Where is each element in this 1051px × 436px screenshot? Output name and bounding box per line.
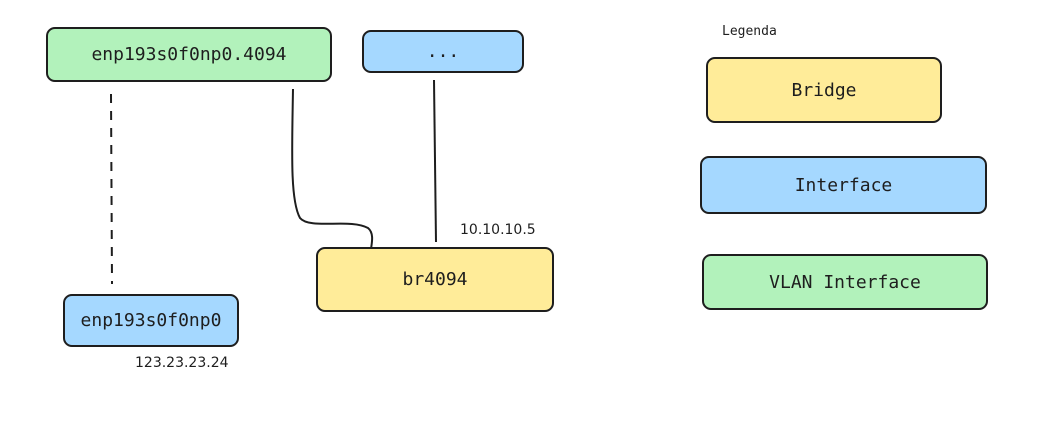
legend-interface-label: Interface xyxy=(794,174,893,196)
bridge-label: br4094 xyxy=(402,269,468,290)
ellipsis-to-bridge-link xyxy=(433,79,437,243)
legend-vlan-interface-label: VLAN Interface xyxy=(769,271,921,293)
legend-vlan-interface: VLAN Interface xyxy=(702,254,988,310)
physical-interface-node: enp193s0f0np0 xyxy=(63,294,239,347)
vlan-interface-label: enp193s0f0np0.4094 xyxy=(91,44,287,65)
ellipsis-interface-node: ... xyxy=(362,30,524,73)
ellipsis-interface-label: ... xyxy=(426,41,460,62)
bridge-ip-label: 10.10.10.5 xyxy=(460,222,536,238)
vlan-to-physical-link xyxy=(110,93,113,285)
vlan-to-bridge-link xyxy=(291,88,374,250)
physical-interface-label: enp193s0f0np0 xyxy=(80,310,222,331)
legend-title: Legenda xyxy=(722,24,777,39)
legend-interface: Interface xyxy=(700,156,987,214)
legend-bridge-label: Bridge xyxy=(791,79,857,101)
legend-bridge: Bridge xyxy=(706,57,942,123)
bridge-node: br4094 xyxy=(316,247,554,312)
vlan-interface-node: enp193s0f0np0.4094 xyxy=(46,27,332,82)
physical-ip-label: 123.23.23.24 xyxy=(135,355,229,371)
